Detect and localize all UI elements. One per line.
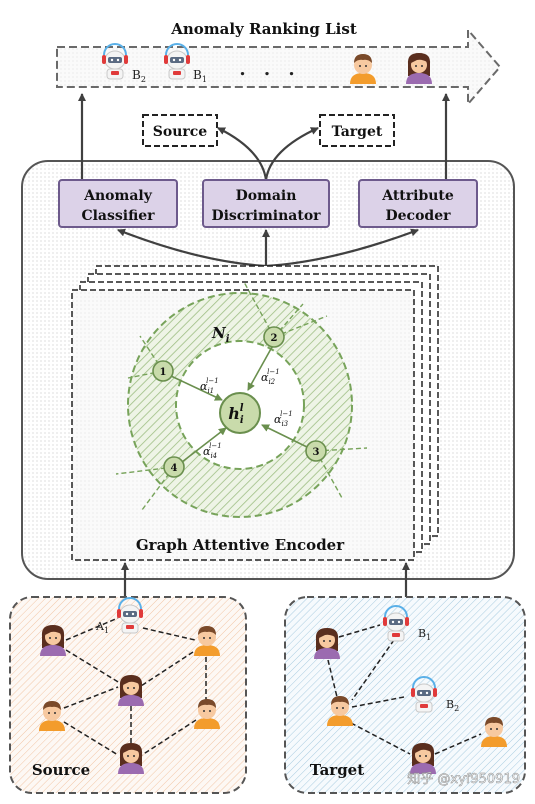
- ranking-ellipsis: . . .: [239, 59, 300, 80]
- attention-edge-4: [181, 427, 227, 463]
- encoder-to-classifier-arrow: [117, 228, 267, 268]
- svg-text:Classifier: Classifier: [81, 208, 155, 224]
- ranking-robot-b2-label: B2: [132, 68, 146, 84]
- neighbor-node-2: 2: [263, 326, 285, 348]
- neighbor-node-3: 3: [305, 440, 327, 462]
- svg-text:2: 2: [271, 333, 278, 344]
- girl-icon: [40, 625, 66, 656]
- encoder-title: Graph Attentive Encoder: [136, 536, 345, 554]
- attention-edge-2: [247, 346, 273, 391]
- target-graph-label: Target: [310, 761, 364, 779]
- attribute-decoder-module: Attribute Decoder: [358, 179, 478, 228]
- svg-text:Attribute: Attribute: [381, 188, 454, 204]
- source-robot-label: A1: [95, 620, 109, 635]
- domain-target-box: [319, 114, 395, 147]
- attention-label-2: αi2l−1: [261, 368, 280, 386]
- svg-text:1: 1: [160, 367, 167, 378]
- svg-text:Domain: Domain: [236, 188, 297, 204]
- domain-source-box: [142, 114, 218, 147]
- attention-edge-3: [261, 424, 308, 448]
- discriminator-target-arrow: [264, 127, 319, 181]
- discriminator-source-arrow: [217, 127, 268, 181]
- attention-label-3: αi3l−1: [274, 410, 293, 428]
- anomaly-classifier-module: Anomaly Classifier: [58, 179, 178, 228]
- target-graph-edges: [327, 624, 482, 755]
- svg-text:Decoder: Decoder: [386, 208, 452, 224]
- girl-icon: [410, 743, 436, 774]
- girl-icon: [314, 628, 340, 659]
- domain-target-label: Target: [332, 124, 383, 140]
- watermark: 知乎 @xyf950919: [407, 771, 520, 787]
- attention-label-1: αi1l−1: [200, 377, 219, 395]
- center-node: [219, 392, 261, 434]
- ranking-title: Anomaly Ranking List: [170, 20, 357, 38]
- source-graph-label: Source: [32, 761, 90, 779]
- center-node-label: hil: [228, 403, 244, 426]
- source-graph-edges: [63, 617, 207, 756]
- attention-edge-1: [170, 375, 223, 401]
- neighbor-node-1: 1: [152, 360, 174, 382]
- girl-icon: [118, 675, 144, 706]
- domain-source-label: Source: [153, 124, 208, 140]
- target-graph-panel: [284, 596, 526, 794]
- target-robot-b2-label: B2: [446, 698, 459, 713]
- svg-text:3: 3: [313, 447, 320, 458]
- encoder-to-decoder-arrow: [265, 228, 419, 268]
- target-robot-b1-label: B1: [418, 627, 431, 642]
- svg-text:4: 4: [171, 463, 178, 474]
- attention-label-4: αi4l−1: [203, 442, 222, 460]
- girl-icon: [406, 53, 432, 84]
- ranking-robot-b1-label: B1: [193, 68, 207, 84]
- girl-icon: [118, 743, 144, 774]
- svg-text:Discriminator: Discriminator: [211, 208, 321, 224]
- neighborhood-label: Ni: [211, 324, 230, 345]
- domain-discriminator-module: Domain Discriminator: [202, 179, 330, 228]
- neighbor-node-4: 4: [163, 456, 185, 478]
- svg-text:Anomaly: Anomaly: [83, 188, 153, 204]
